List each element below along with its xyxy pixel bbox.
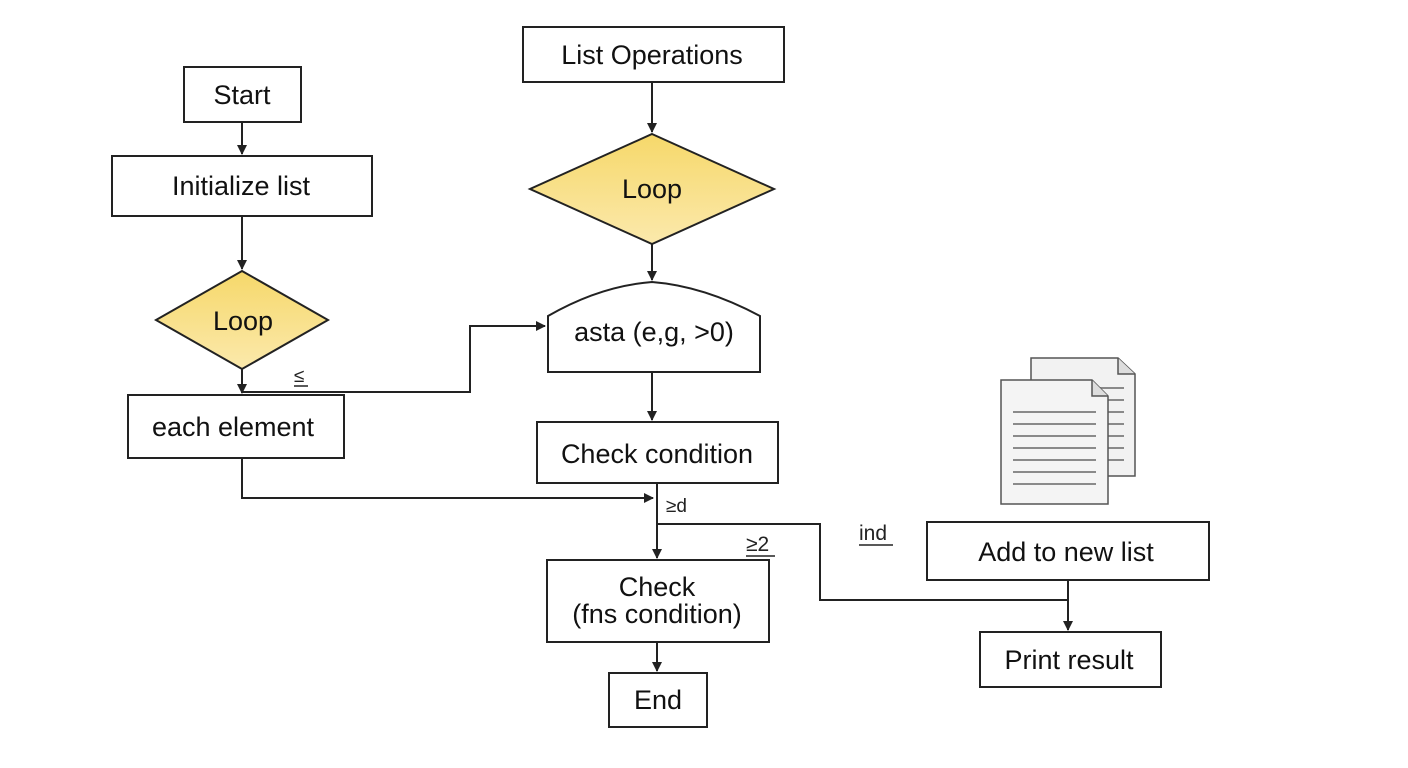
node-check-fns-condition: Check (fns condition) <box>546 559 770 643</box>
node-check-condition-label: Check condition <box>561 439 753 469</box>
decision-loop-center: Loop <box>527 132 777 246</box>
edge-check-to-add-print <box>657 523 1068 601</box>
node-end: End <box>608 672 708 728</box>
edges <box>237 82 1073 672</box>
node-each-element: each element <box>127 394 345 459</box>
node-add-to-new-list-label: Add to new list <box>978 537 1154 567</box>
node-list-operations: List Operations <box>522 26 785 83</box>
edge-each-to-merge <box>241 458 654 503</box>
node-print-result-label: Print result <box>1004 645 1134 675</box>
node-list-operations-label: List Operations <box>561 40 743 70</box>
node-initialize-list-label: Initialize list <box>172 171 311 201</box>
node-asta: asta (e,g, >0) <box>547 280 761 373</box>
node-check-condition: Check condition <box>536 421 779 484</box>
node-add-to-new-list: Add to new list <box>926 521 1210 581</box>
decision-loop-center-label: Loop <box>622 174 682 204</box>
node-check-fns-line2: (fns condition) <box>572 599 742 629</box>
label-ge-d: ≥d <box>666 496 687 517</box>
edge-loop-to-asta <box>242 321 546 393</box>
node-start: Start <box>183 66 302 123</box>
node-end-label: End <box>634 685 682 715</box>
node-asta-label: asta (e,g, >0) <box>574 317 734 347</box>
node-start-label: Start <box>213 80 271 110</box>
label-ge-2: ≥2 <box>746 533 769 556</box>
documents-icon <box>1000 357 1136 505</box>
node-check-fns-line1: Check <box>619 572 696 602</box>
label-le: ≤ <box>294 366 304 387</box>
node-each-element-label: each element <box>152 412 315 442</box>
edge-labels: ≤ ≥d ≥2 ind <box>294 366 893 557</box>
node-initialize-list: Initialize list <box>111 155 373 217</box>
label-ind: ind <box>859 522 887 545</box>
decision-loop-left-label: Loop <box>213 306 273 336</box>
decision-loop-left: Loop <box>153 269 331 371</box>
node-print-result: Print result <box>979 631 1162 688</box>
